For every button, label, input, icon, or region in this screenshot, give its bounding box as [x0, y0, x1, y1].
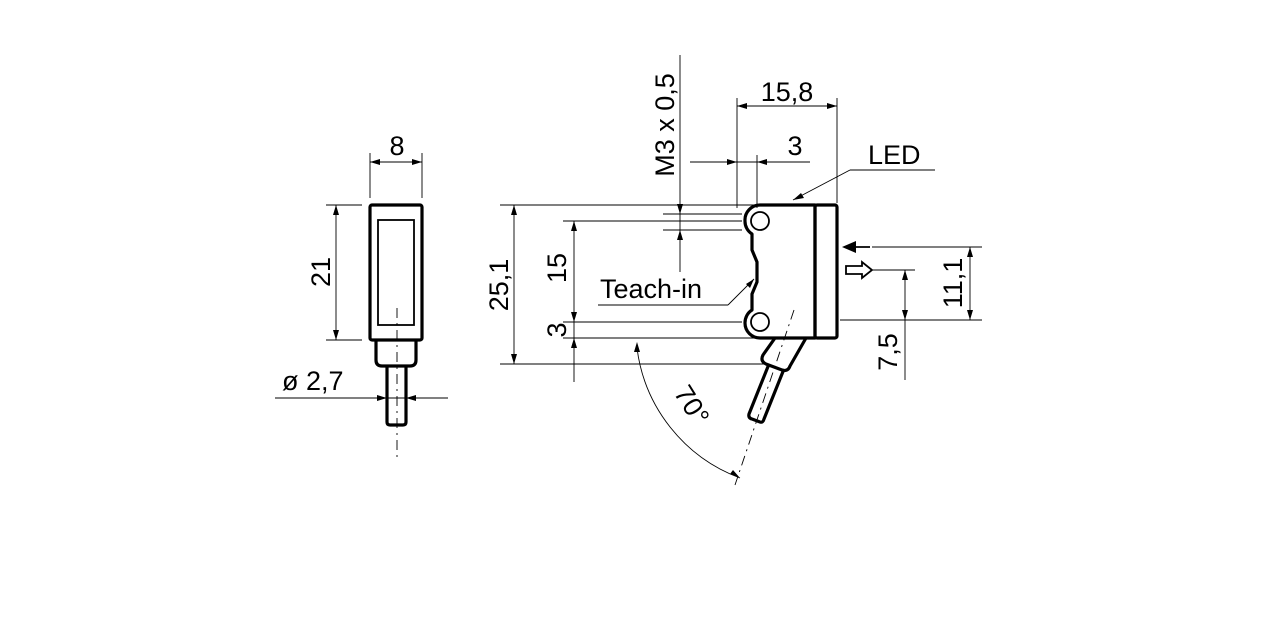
- thread-label: M3 x 0,5: [650, 73, 680, 177]
- dim-optic-height-label: 11,1: [938, 258, 968, 309]
- led-label: LED: [868, 140, 921, 170]
- teach-in-label: Teach-in: [600, 274, 702, 304]
- dim-height-label: 21: [306, 257, 336, 287]
- angle-arc: [636, 347, 741, 479]
- dim-hole-pitch-label: 15: [542, 253, 572, 283]
- dim-length-label: 15,8: [761, 77, 814, 107]
- dim-width-label: 8: [389, 131, 404, 161]
- front-cable: [385, 366, 408, 427]
- side-lens-block: [813, 203, 839, 340]
- side-housing: [743, 203, 817, 340]
- side-view: 70° 25,1 15 3 M3 x 0,5 15,8: [484, 55, 982, 486]
- cable-axis: [734, 309, 795, 486]
- dim-hole-bottom-label: 3: [542, 322, 572, 337]
- side-cable: [747, 363, 786, 424]
- dim-total-height-label: 25,1: [484, 259, 514, 312]
- emitter-arrow-icon: [842, 241, 870, 253]
- dim-cable-label: ø 2,7: [282, 366, 344, 396]
- angle-label: 70°: [668, 380, 715, 431]
- front-strain-relief: [374, 340, 418, 368]
- dim-optic-low-label: 7,5: [873, 333, 903, 371]
- front-view: 8 21 ø 2,7: [275, 131, 448, 462]
- receiver-arrow-icon: [845, 260, 874, 280]
- mount-hole-bottom: [750, 312, 770, 332]
- mount-hole-top: [750, 211, 770, 231]
- side-strain-relief: [760, 337, 808, 373]
- front-housing: [368, 203, 424, 342]
- led-leader: [792, 169, 851, 201]
- front-window: [377, 219, 415, 326]
- dim-hole-offset-label: 3: [787, 131, 802, 161]
